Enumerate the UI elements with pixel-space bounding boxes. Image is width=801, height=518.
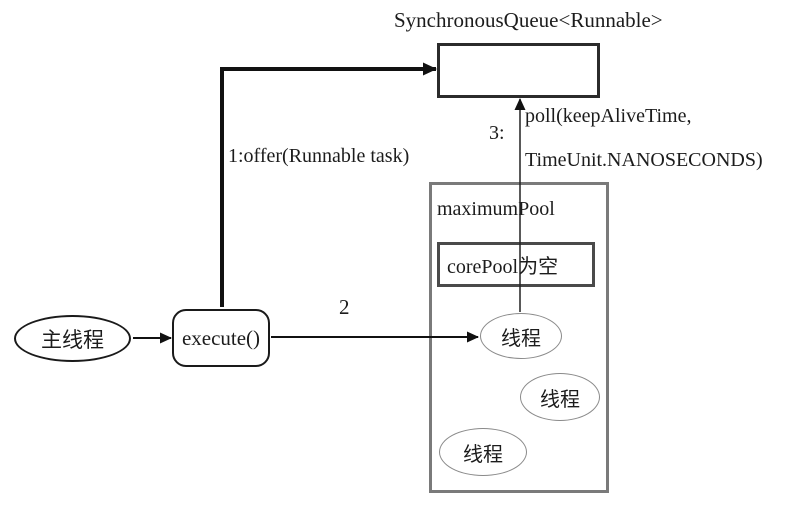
diagram-title: SynchronousQueue<Runnable>: [394, 8, 663, 32]
thread-3-label: 线程: [463, 443, 503, 466]
maximum-pool-label: maximumPool: [437, 198, 555, 220]
execute-label: execute(): [181, 325, 261, 350]
offer-edge-label: 1:offer(Runnable task): [228, 145, 410, 167]
core-pool-box: corePool为空: [437, 242, 595, 287]
thread-2-label: 线程: [540, 388, 580, 411]
poll-edge-label-line1: poll(keepAliveTime,: [525, 105, 692, 127]
step2-edge-label: 2: [339, 295, 350, 319]
thread-ellipse-2: 线程: [520, 373, 600, 421]
poll-step-label: 3:: [489, 122, 505, 144]
execute-box: execute(): [172, 309, 270, 367]
thread-ellipse-3: 线程: [439, 428, 527, 476]
main-thread-label: 主线程: [41, 327, 104, 352]
synchronous-queue-box: [437, 43, 600, 98]
poll-edge-label-line2: TimeUnit.NANOSECONDS): [525, 149, 763, 171]
thread-1-label: 线程: [501, 327, 541, 350]
offer-arrow: [220, 62, 437, 307]
core-pool-label: corePool为空: [447, 256, 559, 278]
main-thread-ellipse: 主线程: [14, 315, 131, 362]
thread-ellipse-1: 线程: [480, 313, 562, 359]
